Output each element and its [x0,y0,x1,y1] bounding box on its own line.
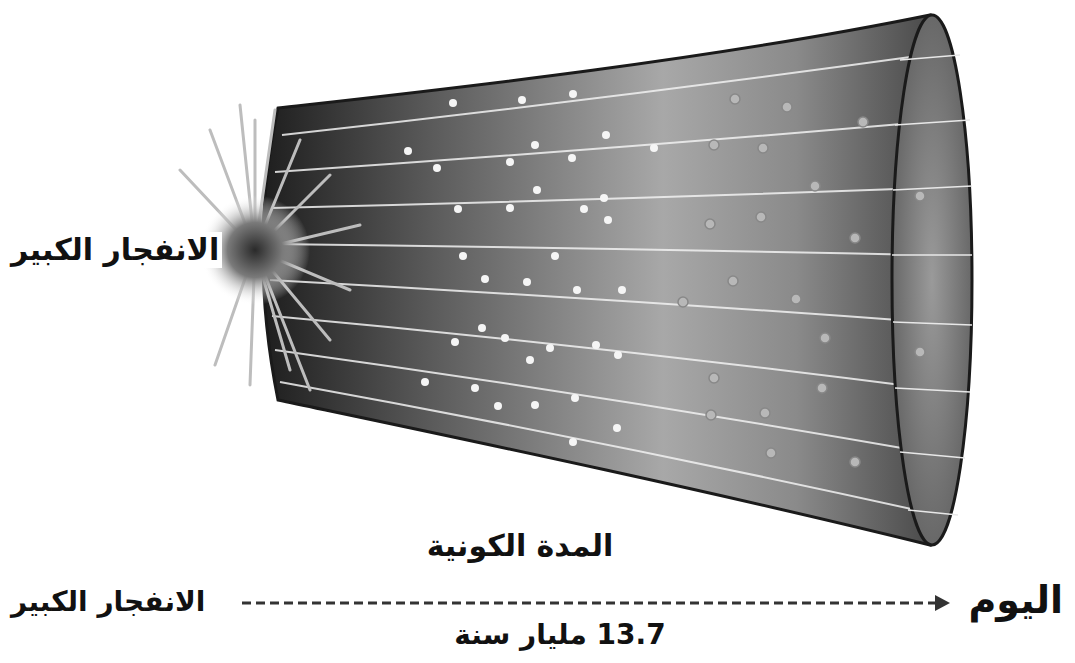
timeline-arrowhead [935,595,950,611]
space-lines [270,55,925,512]
galaxy-rings [678,94,925,467]
bigbang-label: الانفجار الكبير [8,232,222,268]
duration-label: 13.7 مليار سنة [454,618,665,652]
cone-body [263,15,930,545]
timeline-start: الانفجار الكبير [8,585,208,619]
galaxy-dots [404,90,658,446]
cone-end [892,15,972,545]
timeline-end: اليوم [966,578,1066,624]
timeline-title: المدة الكونية [427,528,614,564]
end-lines [892,55,972,515]
timeline-arrow [242,602,935,605]
